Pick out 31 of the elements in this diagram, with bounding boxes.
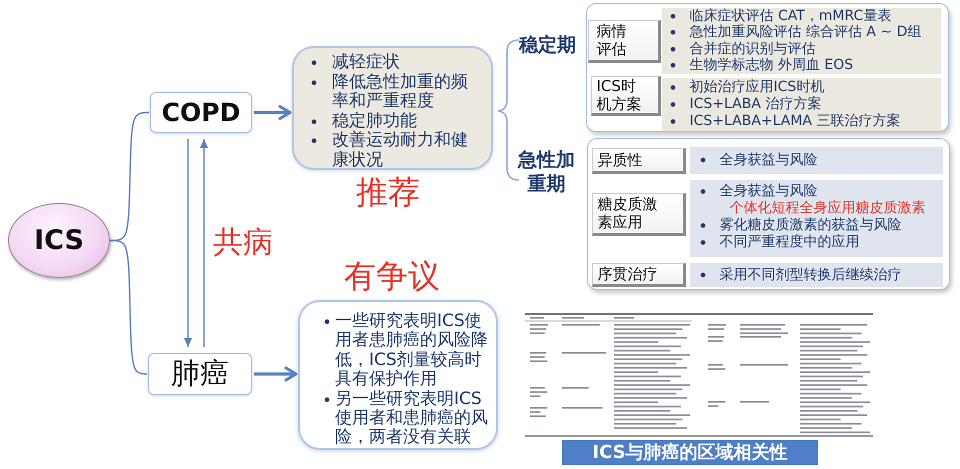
category-tab — [592, 262, 686, 286]
topic-label: 肺癌 — [171, 358, 229, 390]
category-tab — [590, 76, 660, 116]
detail-box — [690, 146, 942, 174]
detail-box — [690, 262, 942, 286]
arrow — [254, 105, 292, 120]
arrow — [200, 139, 208, 347]
side-note: 推荐 — [355, 174, 421, 211]
category-label: 序贯治疗 — [598, 264, 658, 282]
detail-box — [662, 8, 940, 74]
arrow — [254, 366, 298, 382]
category-tab — [592, 148, 686, 174]
highlight-note: 个体化短程全身应用糖皮质激素 — [728, 200, 926, 217]
detail-box — [690, 180, 942, 256]
section-heading: 稳定期 — [518, 32, 577, 56]
caption-band — [562, 440, 818, 465]
section-heading: 急性加重期 — [516, 148, 576, 196]
category-label: 糖皮质激素应用 — [598, 195, 658, 231]
detail-box — [662, 78, 940, 130]
topic-label: COPD — [162, 98, 240, 126]
category-tab — [592, 192, 686, 236]
topic-box — [150, 92, 252, 133]
topic-box — [148, 353, 252, 395]
category-label: 异质性 — [598, 150, 644, 168]
category-tab — [588, 20, 660, 62]
band-label: ICS与肺癌的区域相关性 — [592, 442, 788, 462]
category-label: 病情评估 — [596, 22, 628, 58]
arrow — [184, 139, 192, 347]
category-label: ICS时机方案 — [596, 76, 642, 112]
side-note: 有争议 — [343, 258, 441, 295]
node-label: ICS — [34, 227, 84, 254]
